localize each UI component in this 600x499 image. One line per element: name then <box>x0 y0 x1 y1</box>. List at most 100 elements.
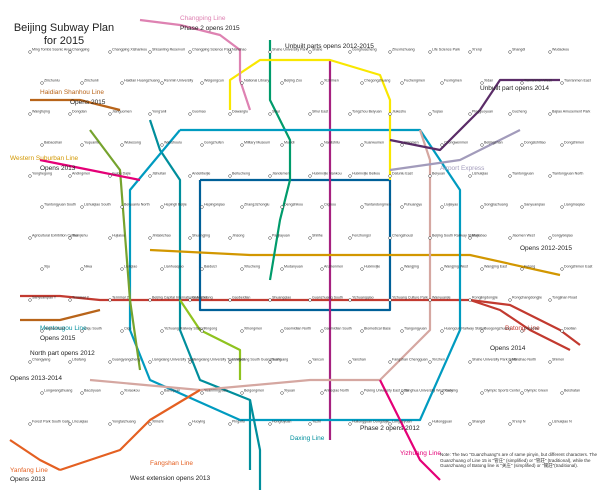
line-label-yanfang: Yanfang Line <box>10 467 48 474</box>
station-label: Xuanwumen <box>364 141 384 145</box>
station-label: Lianhuaqiao <box>164 265 184 269</box>
station-dot <box>440 391 444 395</box>
station-dot <box>560 81 564 85</box>
station-dot <box>508 360 512 364</box>
station-label: Yongtaizhuang <box>112 420 136 424</box>
station-label: Jianguomen <box>112 110 132 114</box>
station-label: Xi'erqi N <box>512 420 526 424</box>
station-dot <box>108 298 112 302</box>
station-dot <box>240 391 244 395</box>
station-label: Dongdan <box>72 110 87 114</box>
station-label: Anheqiao North <box>324 389 349 393</box>
station-label: Baiduizi <box>204 265 217 269</box>
station-dot <box>320 391 324 395</box>
station-dot <box>468 360 472 364</box>
station-label: Puhuangyu <box>404 203 422 207</box>
haidian-route <box>30 98 121 112</box>
station-label: Xiaoying <box>444 389 458 393</box>
station-label: Olympic Sports Center <box>484 389 521 393</box>
station-dot <box>548 50 552 54</box>
station-dot <box>468 422 472 426</box>
line-label-airport: Airport Express <box>440 165 485 172</box>
station-label: Beitucheng <box>232 172 250 176</box>
line-label-changping-opens: Phase 2 opens 2015 <box>180 25 240 32</box>
station-label: Huixinxijie Nankou <box>312 172 342 176</box>
station-dot <box>160 391 164 395</box>
line-label-western: Western Suburban Line <box>10 155 79 162</box>
station-label: Shahe <box>312 48 322 52</box>
station-dot <box>68 50 72 54</box>
station-label: Lincuiqiao <box>72 420 88 424</box>
station-label: Shisanling Reservoir <box>152 48 186 52</box>
station-dot <box>80 329 84 333</box>
station-label: Ciqu South <box>84 327 102 331</box>
yanfang-route <box>9 439 61 471</box>
station-dot <box>548 298 552 302</box>
station-dot <box>40 205 44 209</box>
station-label: Shahe University Park North <box>472 358 517 362</box>
line-6-route <box>149 248 561 277</box>
station-dot <box>240 81 244 85</box>
station-dot <box>388 50 392 54</box>
line-label-l10-phase2: Phase 2 opens 2012 <box>360 425 420 432</box>
station-label: Tuanjiehu <box>72 234 88 238</box>
station-dot <box>228 174 232 178</box>
station-dot <box>148 112 152 116</box>
line-2-route <box>198 178 392 312</box>
station-label: Niwa <box>84 265 92 269</box>
line-14-route <box>89 129 432 392</box>
station-label: Anzhenmen <box>324 265 343 269</box>
station-label: Beishatan <box>564 389 580 393</box>
station-label: Hongfuyuan <box>272 420 291 424</box>
station-dot <box>80 267 84 271</box>
station-label: Mudanyuan <box>284 265 303 269</box>
station-dot <box>280 267 284 271</box>
station-label: Beijing Zoo <box>284 79 302 83</box>
station-label: Wangfujing <box>32 110 50 114</box>
station-label: Xizhimen <box>324 79 339 83</box>
station-label: Terminal 3 <box>72 296 89 300</box>
station-dot <box>240 267 244 271</box>
line-1-route <box>20 294 581 346</box>
station-label: Beigongmen <box>244 389 264 393</box>
line-8-route <box>268 40 292 281</box>
station-label: Guanzhuang <box>192 296 213 300</box>
station-label: Sihui <box>272 110 280 114</box>
station-dot <box>268 298 272 302</box>
station-label: Lishuiqiao <box>472 172 488 176</box>
station-label: Hujialou <box>112 234 125 238</box>
station-dot <box>348 422 352 426</box>
station-dot <box>108 50 112 54</box>
yizhuang-route <box>379 379 441 481</box>
station-dot <box>308 360 312 364</box>
station-dot <box>480 267 484 271</box>
station-label: Tuqiao <box>432 110 443 114</box>
line-label-changping: Changping Line <box>180 15 226 22</box>
station-label: Wukesong <box>124 141 141 145</box>
station-dot <box>228 236 232 240</box>
line-label-daxing: Daxing Line <box>290 435 325 442</box>
station-label: Gucheng <box>512 110 527 114</box>
station-dot <box>68 112 72 116</box>
station-dot <box>200 329 204 333</box>
station-label: Changping <box>72 48 89 52</box>
station-dot <box>120 81 124 85</box>
station-dot <box>428 112 432 116</box>
station-label: Terminal 2 <box>112 296 129 300</box>
station-dot <box>400 205 404 209</box>
station-dot <box>28 236 32 240</box>
station-dot <box>40 329 44 333</box>
station-label: Sihui East <box>312 110 328 114</box>
station-dot <box>400 391 404 395</box>
station-dot <box>560 205 564 209</box>
station-label: Xilinshi <box>152 420 164 424</box>
station-dot <box>68 298 72 302</box>
station-label: Zhichunli <box>84 79 99 83</box>
station-dot <box>428 50 432 54</box>
station-dot <box>548 360 552 364</box>
station-label: Ciqu <box>124 327 131 331</box>
station-label: Muxidi <box>284 141 295 145</box>
station-label: Xiju <box>44 265 50 269</box>
station-label: Shangdi <box>512 48 525 52</box>
station-dot <box>508 422 512 426</box>
